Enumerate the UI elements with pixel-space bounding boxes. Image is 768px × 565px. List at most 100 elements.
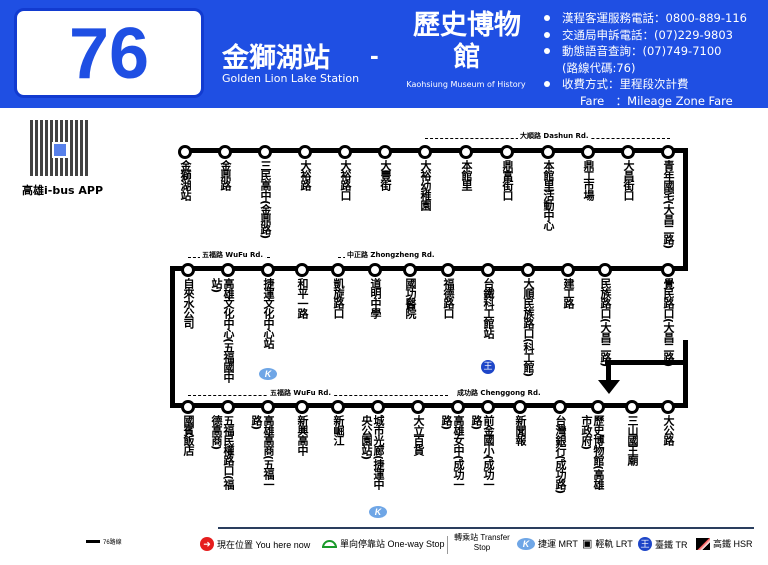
bus-stop[interactable] — [541, 145, 555, 159]
route-line — [605, 360, 687, 365]
bus-stop[interactable] — [411, 400, 425, 414]
qr-code[interactable] — [30, 120, 88, 176]
stop-name: 前金國小(成功一路) — [470, 415, 495, 490]
bus-stop[interactable] — [661, 400, 675, 414]
stop-name: 覺民路口(大昌二路) — [662, 278, 675, 367]
legend-one-way: 單向停靠站 One-way Stop — [322, 537, 445, 550]
bus-stop[interactable] — [598, 263, 612, 277]
stop-name: 新興高中 — [296, 415, 309, 455]
stop-name: 三山國王廟 — [626, 415, 639, 465]
stop-name: 建工路 — [562, 278, 575, 308]
legend-label: 單向停靠站 One-way Stop — [340, 539, 445, 549]
legend-transfer: 轉乘站 Transfer Stop — [454, 533, 510, 552]
bus-stop[interactable] — [581, 145, 595, 159]
stop-name: 大豐街 — [379, 160, 392, 190]
legend-lrt: ▣輕軌 LRT — [582, 537, 633, 550]
bus-stop[interactable] — [661, 145, 675, 159]
bus-stop[interactable] — [451, 400, 465, 414]
stop-name: 新崛江 — [332, 415, 345, 445]
bus-stop[interactable] — [298, 145, 312, 159]
stop-name: 和平一路 — [296, 278, 309, 318]
bus-stop[interactable] — [441, 263, 455, 277]
bus-stop[interactable] — [295, 400, 309, 414]
app-label: 高雄i-bus APP — [22, 184, 104, 197]
stop-name: 凱旋路口 — [332, 278, 345, 318]
bus-stop[interactable] — [418, 145, 432, 159]
tr-icon: 王 — [638, 537, 652, 551]
bus-stop[interactable] — [371, 400, 385, 414]
stop-name: 高雄女中(成功一路) — [440, 415, 465, 490]
bus-stop[interactable] — [258, 145, 272, 159]
bus-stop[interactable] — [661, 263, 675, 277]
legend-label: 高鐵 HSR — [713, 539, 753, 549]
bus-stop[interactable] — [261, 263, 275, 277]
stop-name: 高雄高商(五福一路) — [250, 415, 275, 490]
stop-name: 本館里 — [460, 160, 473, 190]
info-list: 漢程客運服務電話：0800-889-116 交通局申訴電話：(07)229-98… — [542, 10, 747, 109]
legend-label: 輕軌 LRT — [595, 539, 633, 549]
destination-name-en: Kaohsiung Museum of History — [406, 80, 526, 89]
bus-stop[interactable] — [295, 263, 309, 277]
bus-stop[interactable] — [521, 263, 535, 277]
bus-stop[interactable] — [561, 263, 575, 277]
stop-name: 大公路 — [662, 415, 675, 445]
stop-name: 本館里活動中心 — [542, 160, 555, 230]
stop-name: 三民高中(金鼎路) — [259, 160, 272, 239]
stop-name: 金獅湖站 — [179, 160, 192, 200]
bus-stop[interactable] — [500, 145, 514, 159]
bus-stop[interactable] — [591, 400, 605, 414]
stop-name: 鼎工市場 — [582, 160, 595, 200]
bus-stop[interactable] — [221, 400, 235, 414]
bus-stop[interactable] — [338, 145, 352, 159]
road-label: 五福路 WuFu Rd. — [200, 250, 266, 260]
road-label: 大順路 Dashun Rd. — [518, 131, 591, 141]
info-item: 漢程客運服務電話：0800-889-116 — [542, 10, 747, 27]
separator: - — [370, 40, 379, 70]
stop-name: 大昌街口 — [622, 160, 635, 200]
bus-stop[interactable] — [513, 400, 527, 414]
origin-name: 金獅湖站 — [222, 43, 330, 74]
bus-stop[interactable] — [481, 263, 495, 277]
stop-name: 歷史博物館(高雄市政府) — [580, 415, 605, 490]
mrt-icon: K — [517, 537, 535, 550]
bus-stop[interactable] — [261, 400, 275, 414]
route-number: 76 — [14, 8, 204, 98]
bus-stop[interactable] — [553, 400, 567, 414]
bus-stop[interactable] — [218, 145, 232, 159]
bus-stop[interactable] — [331, 263, 345, 277]
bus-stop[interactable] — [625, 400, 639, 414]
bus-stop[interactable] — [459, 145, 473, 159]
one-way-icon — [322, 539, 337, 548]
mrt-icon: K — [259, 368, 277, 380]
bus-stop[interactable] — [621, 145, 635, 159]
bus-stop[interactable] — [331, 400, 345, 414]
stop-name: 大裕路口 — [339, 160, 352, 200]
stop-name: 大立百貨 — [412, 415, 425, 455]
mrt-icon: K — [369, 506, 387, 518]
legend-hsr: 高鐵 HSR — [696, 537, 753, 550]
stop-name: 道明中學 — [369, 278, 382, 318]
stop-name: 大裕路 — [299, 160, 312, 190]
route-line — [170, 266, 688, 271]
stop-name: 國功醫院 — [404, 278, 417, 318]
stop-name: 台灣銀行(成功路) — [554, 415, 567, 494]
bus-stop[interactable] — [481, 400, 495, 414]
bus-stop[interactable] — [368, 263, 382, 277]
stop-name: 大裕幼稚園 — [419, 160, 432, 210]
bus-stop[interactable] — [378, 145, 392, 159]
road-label: 中正路 Zhongzheng Rd. — [345, 250, 437, 260]
stop-name: 青年國宅(大昌二路) — [662, 160, 675, 249]
bus-stop[interactable] — [221, 263, 235, 277]
bus-stop[interactable] — [181, 263, 195, 277]
legend-you-here: ➜現在位置 You here now — [200, 537, 310, 551]
road-label: 五福路 WuFu Rd. — [268, 388, 334, 398]
route-line — [185, 148, 688, 153]
stop-name: 鼎富街口 — [501, 160, 514, 200]
bus-stop[interactable] — [403, 263, 417, 277]
legend-route-label: 76路線 — [103, 540, 122, 546]
bus-stop[interactable] — [181, 400, 195, 414]
stop-name: 自來水公司 — [182, 278, 195, 328]
bus-stop[interactable] — [178, 145, 192, 159]
legend-route: 76路線 — [86, 537, 122, 546]
